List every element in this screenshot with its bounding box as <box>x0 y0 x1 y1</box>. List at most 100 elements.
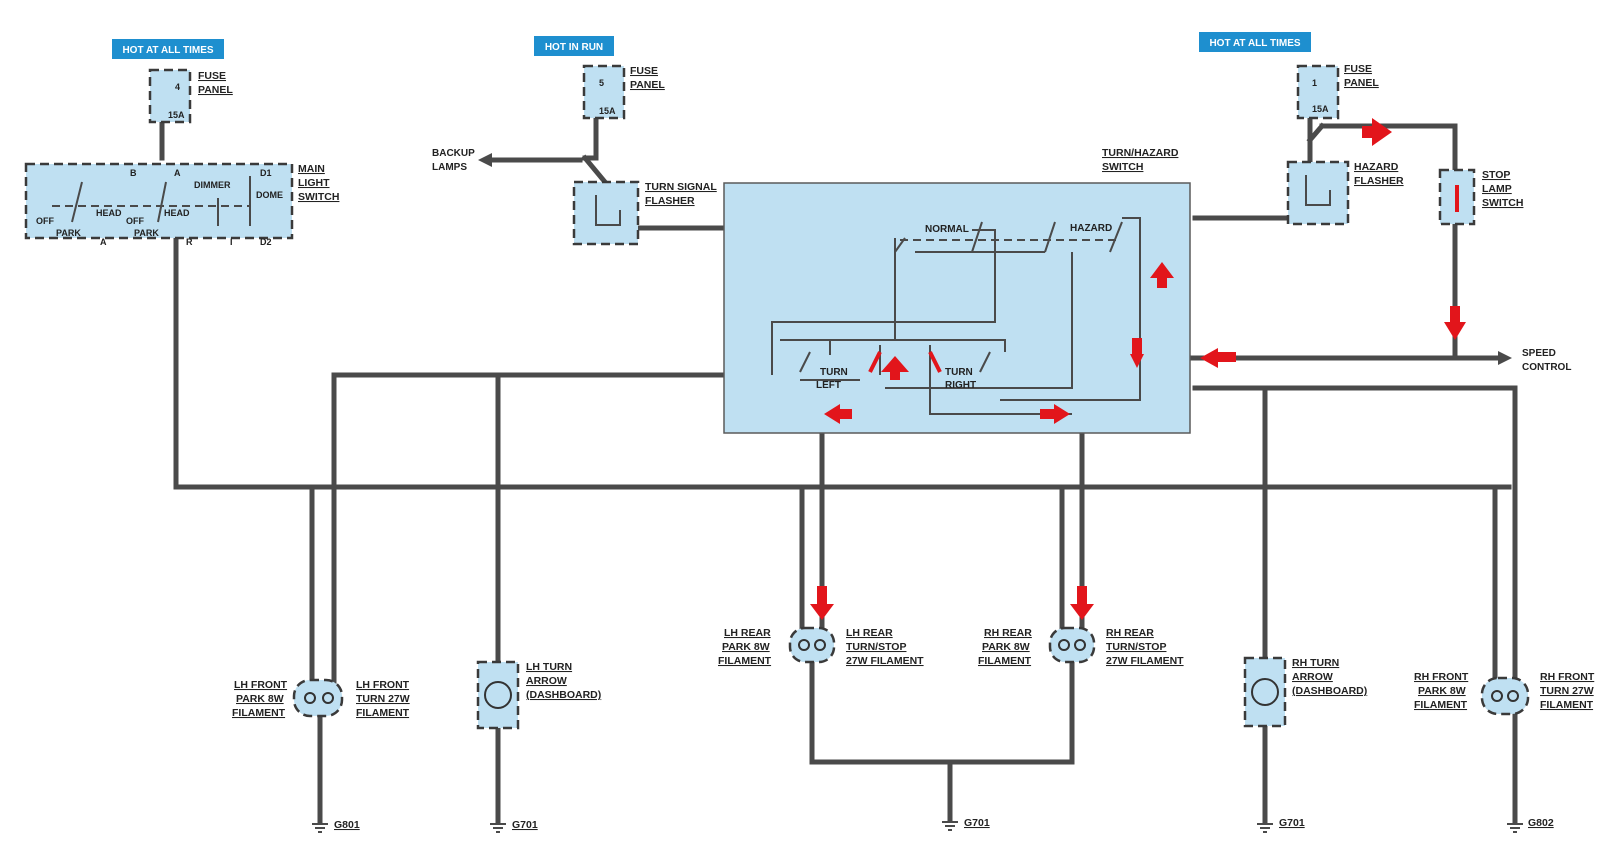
hazard-label: HAZARD <box>1070 223 1112 234</box>
flow-arrow-icon <box>1362 118 1392 146</box>
fuse-center: 5 15A FUSE PANEL <box>582 64 665 120</box>
svg-text:G701: G701 <box>964 817 990 829</box>
fuse-left: 4 15A FUSE PANEL <box>148 68 233 124</box>
svg-text:TURN: TURN <box>820 367 848 378</box>
svg-text:LH FRONT: LH FRONT <box>234 679 288 691</box>
svg-text:TURN/STOP: TURN/STOP <box>846 641 906 653</box>
rh-front-lamp <box>1480 676 1530 716</box>
svg-text:SWITCH: SWITCH <box>1102 161 1143 173</box>
svg-text:1: 1 <box>1312 78 1317 88</box>
svg-text:HEAD: HEAD <box>164 208 190 218</box>
svg-text:G701: G701 <box>1279 817 1305 829</box>
main-light-switch: B A A R D1 D2 I OFF HEAD PARK OFF HEAD P… <box>24 162 294 247</box>
turn-hazard-switch: NORMAL HAZARD TURN LEFT TURN RIGHT <box>723 182 1191 434</box>
svg-text:FUSE: FUSE <box>630 65 658 77</box>
svg-text:HAZARD: HAZARD <box>1354 161 1399 173</box>
svg-text:PARK 8W: PARK 8W <box>722 641 770 653</box>
svg-text:RH FRONT: RH FRONT <box>1540 671 1595 683</box>
svg-text:I: I <box>230 237 233 247</box>
turn-signal-flasher: TURN SIGNAL FLASHER <box>572 180 717 246</box>
svg-text:PARK: PARK <box>134 228 159 238</box>
lh-rear-lamp <box>788 626 836 664</box>
lh-front-lamp <box>292 678 344 718</box>
hazard-flasher: HAZARD FLASHER <box>1286 160 1404 226</box>
svg-text:ARROW: ARROW <box>1292 671 1333 683</box>
svg-text:G801: G801 <box>334 819 360 831</box>
svg-text:PARK 8W: PARK 8W <box>982 641 1030 653</box>
svg-text:D1: D1 <box>260 168 272 178</box>
stop-lamp-switch: STOP LAMP SWITCH <box>1438 168 1523 226</box>
svg-text:FILAMENT: FILAMENT <box>1414 699 1468 711</box>
ground-g701-center: G701 <box>942 817 990 831</box>
svg-text:STOP: STOP <box>1482 169 1510 181</box>
svg-text:5: 5 <box>599 78 604 88</box>
flow-arrow-icon <box>824 404 840 424</box>
svg-text:(DASHBOARD): (DASHBOARD) <box>526 689 601 701</box>
svg-text:FLASHER: FLASHER <box>1354 175 1404 187</box>
svg-text:DIMMER: DIMMER <box>194 180 231 190</box>
flow-arrow-icon <box>1150 262 1174 278</box>
lh-turn-arrow-lamp <box>476 660 520 730</box>
svg-text:TURN 27W: TURN 27W <box>1540 685 1594 697</box>
svg-text:PANEL: PANEL <box>1344 77 1379 89</box>
ground-g701-right: G701 <box>1257 817 1305 833</box>
svg-text:RH TURN: RH TURN <box>1292 657 1339 669</box>
normal-label: NORMAL <box>925 224 969 235</box>
svg-text:OFF: OFF <box>36 216 54 226</box>
svg-text:LH FRONT: LH FRONT <box>356 679 410 691</box>
svg-text:DOME: DOME <box>256 190 283 200</box>
svg-text:D2: D2 <box>260 237 272 247</box>
svg-text:FILAMENT: FILAMENT <box>356 707 410 719</box>
svg-text:(DASHBOARD): (DASHBOARD) <box>1292 685 1367 697</box>
svg-text:G701: G701 <box>512 819 538 831</box>
svg-text:B: B <box>130 168 137 178</box>
fuse-right: 1 15A FUSE PANEL <box>1296 63 1379 120</box>
svg-text:15A: 15A <box>1312 104 1329 114</box>
svg-text:LAMP: LAMP <box>1482 183 1512 195</box>
svg-text:TURN 27W: TURN 27W <box>356 693 410 705</box>
flow-arrow-icon <box>1444 322 1466 340</box>
svg-text:LIGHT: LIGHT <box>298 177 330 189</box>
svg-text:27W FILAMENT: 27W FILAMENT <box>846 655 924 667</box>
svg-text:LH REAR: LH REAR <box>846 627 893 639</box>
turn-hazard-switch-label: TURN/HAZARD <box>1102 147 1179 159</box>
svg-text:FUSE: FUSE <box>198 70 226 82</box>
svg-text:FUSE: FUSE <box>1344 63 1372 75</box>
svg-text:PARK 8W: PARK 8W <box>1418 685 1466 697</box>
svg-text:15A: 15A <box>168 110 185 120</box>
svg-text:HEAD: HEAD <box>96 208 122 218</box>
svg-text:TURN: TURN <box>945 367 973 378</box>
svg-text:HOT AT ALL TIMES: HOT AT ALL TIMES <box>1209 38 1300 49</box>
speed-control-arrow-icon <box>1498 351 1512 365</box>
svg-text:OFF: OFF <box>126 216 144 226</box>
svg-text:CONTROL: CONTROL <box>1522 362 1571 373</box>
tag-hot-all-times-right: HOT AT ALL TIMES <box>1199 32 1311 52</box>
svg-text:LH TURN: LH TURN <box>526 661 572 673</box>
flow-arrow-icon <box>1130 354 1144 368</box>
svg-text:TURN SIGNAL: TURN SIGNAL <box>645 181 717 193</box>
svg-text:FLASHER: FLASHER <box>645 195 695 207</box>
svg-text:HOT IN RUN: HOT IN RUN <box>545 42 603 53</box>
speed-control-label: SPEED <box>1522 348 1556 359</box>
svg-text:G802: G802 <box>1528 817 1554 829</box>
svg-text:LAMPS: LAMPS <box>432 162 467 173</box>
svg-text:RIGHT: RIGHT <box>945 380 976 391</box>
flow-arrow-icon <box>1070 604 1094 620</box>
rh-turn-arrow-lamp <box>1243 656 1287 728</box>
backup-arrow-icon <box>478 153 492 167</box>
svg-text:TURN/STOP: TURN/STOP <box>1106 641 1166 653</box>
svg-text:LEFT: LEFT <box>816 380 841 391</box>
svg-text:PARK: PARK <box>56 228 81 238</box>
svg-text:ARROW: ARROW <box>526 675 567 687</box>
svg-text:RH FRONT: RH FRONT <box>1414 671 1469 683</box>
svg-text:A: A <box>100 237 107 247</box>
svg-text:RH REAR: RH REAR <box>984 627 1032 639</box>
backup-lamps-label: BACKUP <box>432 148 475 159</box>
svg-text:FILAMENT: FILAMENT <box>232 707 286 719</box>
flow-arrow-icon <box>1054 404 1070 424</box>
svg-text:R: R <box>186 237 193 247</box>
svg-text:27W FILAMENT: 27W FILAMENT <box>1106 655 1184 667</box>
flow-arrow-icon <box>810 604 834 620</box>
